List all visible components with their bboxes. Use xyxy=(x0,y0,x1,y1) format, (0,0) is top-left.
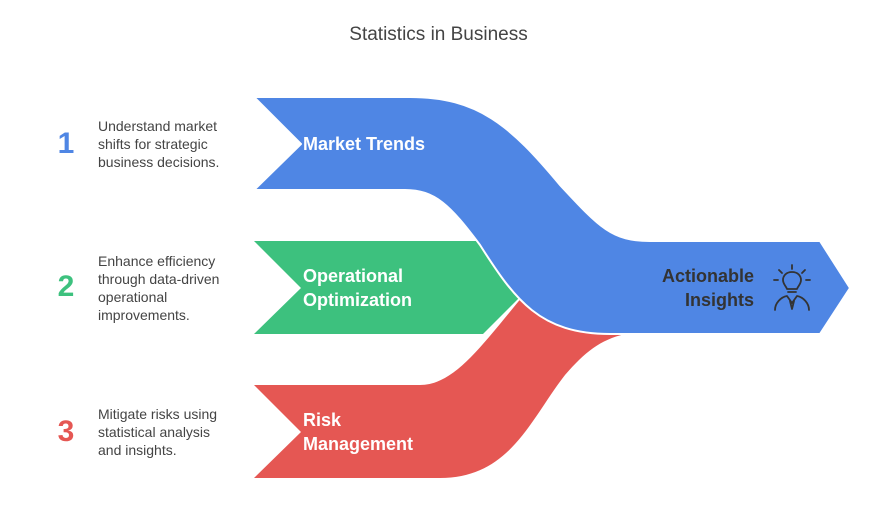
diagram-title: Statistics in Business xyxy=(349,24,528,45)
lightbulb-person-icon xyxy=(773,264,811,311)
operational-optimization-band xyxy=(254,241,529,334)
step-description-3: Mitigate risks using statistical analysi… xyxy=(98,406,218,458)
step-number-2: 2 xyxy=(57,270,75,303)
risk-management-band xyxy=(254,290,625,478)
actionable-insights-label: Actionable Insights xyxy=(661,266,754,310)
risk-management-label: Risk Management xyxy=(303,410,414,454)
operational-optimization-label: Operational Optimization xyxy=(303,266,412,310)
market-trends-band xyxy=(253,96,851,335)
market-trends-label: Market Trends xyxy=(303,134,426,154)
step-description-2: Enhance efficiency through data-driven o… xyxy=(98,253,220,323)
step-number-1: 1 xyxy=(57,127,75,160)
step-number-3: 3 xyxy=(57,415,75,448)
step-description-1: Understand market shifts for strategic b… xyxy=(98,118,220,170)
